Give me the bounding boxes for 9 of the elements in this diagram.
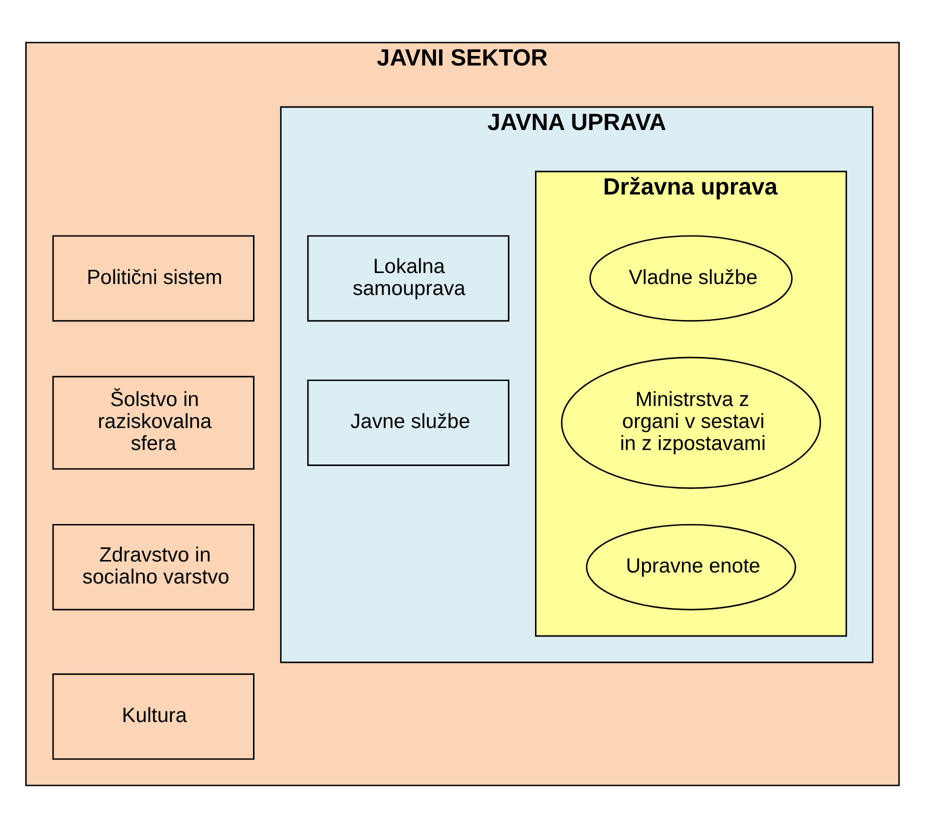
node-box: Politični sistem (52, 235, 254, 322)
node-box: Šolstvo in raziskovalna sfera (52, 376, 254, 470)
node-ellipse: Upravne enote (586, 524, 796, 610)
node-box: Javne službe (307, 380, 510, 466)
node-ellipse: Ministrstva z organi v sestavi in z izpostavami (560, 356, 822, 489)
node-ellipse: Vladne službe (589, 235, 793, 322)
node-box: Zdravstvo in socialno varstvo (52, 524, 254, 610)
node-box: Kultura (52, 673, 254, 760)
node-box: Lokalna samouprava (307, 235, 510, 322)
